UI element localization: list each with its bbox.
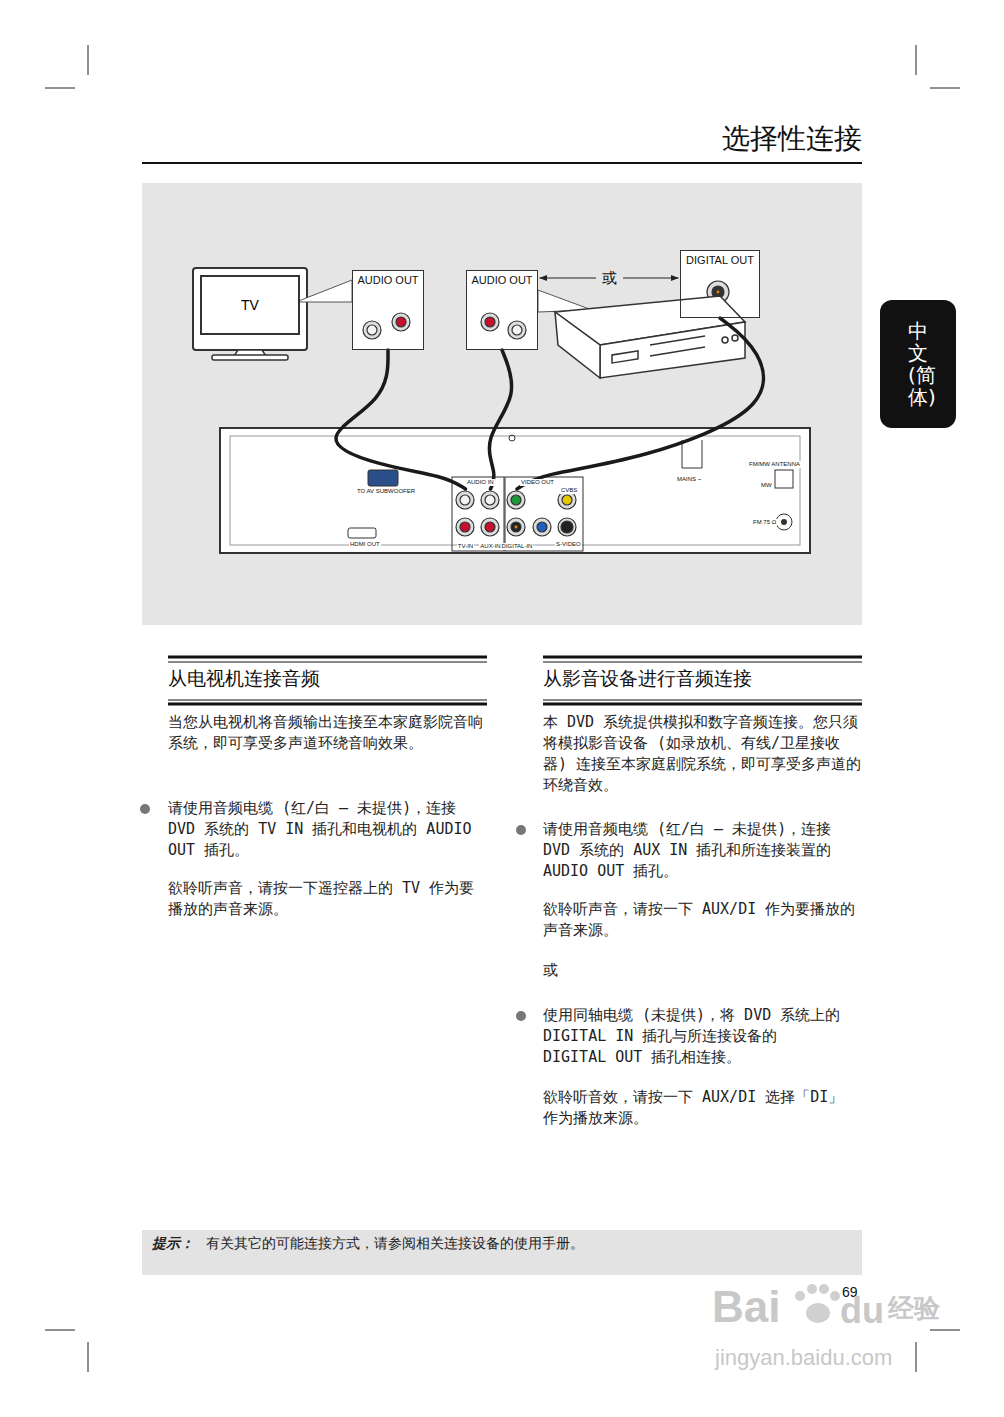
rear-panel [220, 428, 810, 553]
input-jack: TV-IN [454, 489, 477, 551]
tip-label: 提示： [152, 1235, 194, 1253]
diagram-panel [142, 183, 862, 625]
watermark: 经验 [888, 1294, 940, 1324]
body-text: 请使用音频电缆 (红/白 – 未提供)，连接 DVD 系统的 TV IN 插孔和… [168, 798, 488, 861]
tip-text: 有关其它的可能连接方式，请参阅相关连接设备的使用手册。 [206, 1235, 584, 1253]
panel-label: FM 75 Ω [752, 519, 777, 526]
node-label: DIGITAL-IN [501, 543, 534, 550]
panel-label: TO AV SUBWOOFER [356, 488, 416, 495]
watermark-paw [795, 1284, 840, 1323]
watermark: jingyan.baidu.com [715, 1345, 892, 1370]
panel-label: S-VIDEO [555, 541, 582, 548]
body-text: 欲聆听声音，请按一下遥控器上的 TV 作为要播放的声音来源。 [168, 878, 488, 920]
title-rule [142, 162, 862, 164]
watermark: Bai [712, 1282, 780, 1333]
heading-rules [168, 657, 862, 704]
node-label: AUDIO OUT [357, 274, 419, 286]
input-jack: AUX-IN [479, 489, 502, 551]
audio-cable [489, 350, 511, 489]
node-label: AUDIO OUT [471, 274, 533, 286]
panel-label: HDMI OUT [349, 541, 381, 548]
panel-jack [456, 491, 576, 536]
section-heading: 从影音设备进行音频连接 [543, 668, 752, 690]
body-text: 本 DVD 系统提供模拟和数字音频连接。您只须将模拟影音设备 (如录放机、有线/… [543, 712, 863, 796]
body-text: 欲聆听音效，请按一下 AUX/DI 选择「DI」作为播放来源。 [543, 1087, 848, 1129]
panel-label: VIDEO OUT [520, 479, 555, 486]
callout-ground [466, 270, 538, 350]
port-callout: AUDIO OUT [352, 270, 424, 350]
edge-label: 或 [596, 269, 623, 288]
section-heading: 从电视机连接音频 [168, 668, 320, 690]
body-text: 或 [543, 962, 558, 979]
input-jack: DIGITAL-IN [501, 489, 534, 551]
panel-label: MW [760, 482, 773, 489]
body-text: 当您从电视机将音频输出连接至本家庭影院音响系统，即可享受多声道环绕音响效果。 [168, 712, 488, 754]
node-label: TV-IN [457, 543, 474, 550]
tv-set [193, 268, 307, 360]
node-label: 中文(简体) [908, 320, 928, 408]
callout-ground [352, 270, 424, 350]
body-text: 使用同轴电缆 (未提供)，将 DVD 系统上的 DIGITAL IN 插孔与所连… [543, 1005, 848, 1068]
node-label: TV [241, 297, 259, 313]
panel-label: MAINS ~ [676, 476, 702, 483]
node-label: DIGITAL OUT [685, 254, 755, 266]
av-device [555, 296, 745, 378]
node-label: AUX-IN [479, 543, 501, 550]
language-tab: 中文(简体) [880, 300, 956, 428]
body-text: 欲聆听声音，请按一下 AUX/DI 作为要播放的声音来源。 [543, 899, 863, 941]
port-callout: DIGITAL OUT [680, 250, 760, 318]
watermark: du [840, 1290, 884, 1331]
port-callout: AUDIO OUT [466, 270, 538, 350]
tip-bar: 提示： 有关其它的可能连接方式，请参阅相关连接设备的使用手册。 [142, 1230, 862, 1275]
audio-cable [517, 318, 763, 489]
tv-screen: TV [200, 275, 300, 335]
body-text: 请使用音频电缆 (红/白 – 未提供)，连接 DVD 系统的 AUX IN 插孔… [543, 819, 863, 882]
panel-label: CVBS [560, 487, 578, 494]
panel-label: FM/MW ANTENNA [748, 461, 801, 468]
callout-wedge [296, 280, 352, 302]
panel-label: AUDIO IN [466, 479, 495, 486]
audio-cable [336, 350, 466, 489]
page-title: 选择性连接 [722, 120, 862, 158]
crop-marks [45, 45, 960, 1372]
